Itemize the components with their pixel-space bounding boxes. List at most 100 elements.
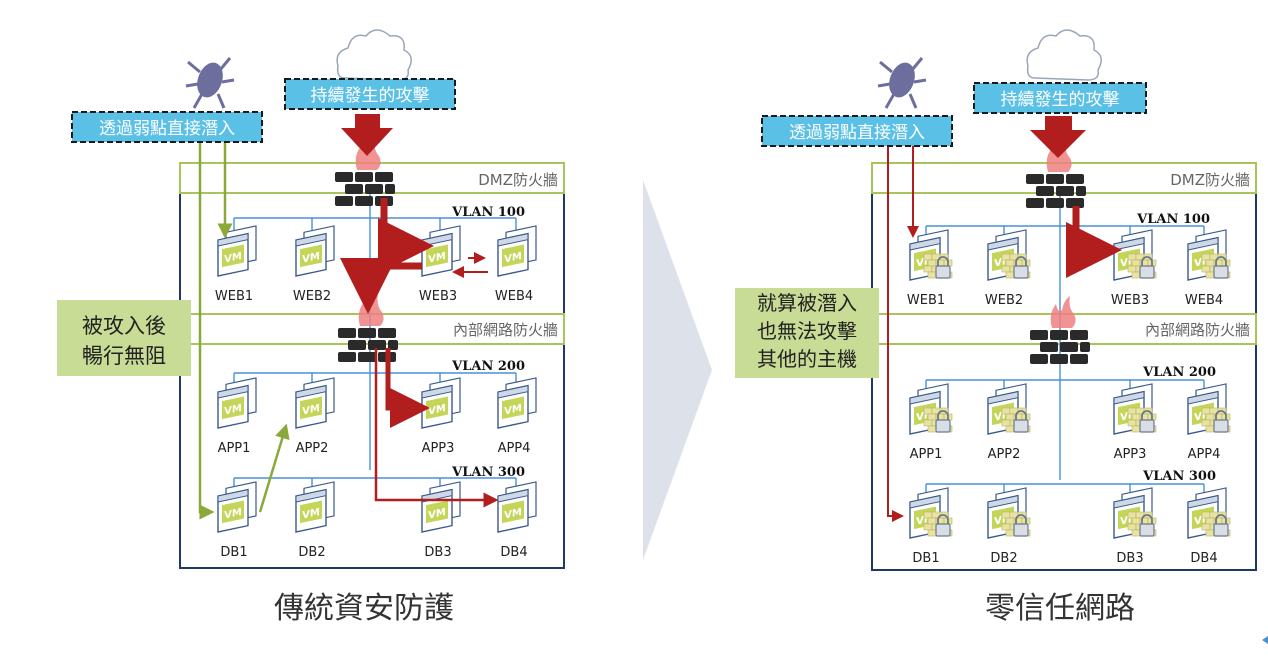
host-label: WEB2	[293, 289, 331, 304]
host-label: WEB3	[419, 289, 457, 304]
padlock-icon	[935, 514, 951, 537]
vm-host-left-web1: VM WEB1	[215, 225, 257, 304]
host-label: DB1	[912, 551, 939, 566]
padlock-icon	[935, 410, 951, 433]
right-note-line1: 就算被潛入	[757, 291, 857, 315]
host-label: WEB4	[1185, 293, 1223, 308]
vm-badge-text: VM	[302, 507, 320, 522]
vm-badge-text: VM	[224, 403, 242, 418]
left-internal-label: 內部網路防火牆	[453, 321, 558, 339]
padlock-icon	[1139, 256, 1155, 279]
host-label: APP4	[1188, 447, 1221, 462]
left-bypass-label-box	[71, 111, 263, 143]
padlock-icon	[1013, 256, 1029, 279]
padlock-icon	[1213, 256, 1229, 279]
host-label: APP2	[296, 441, 329, 456]
vm-badge-text: VM	[428, 403, 446, 418]
host-label: DB4	[1190, 551, 1217, 566]
right-bypass-label-box	[761, 115, 953, 147]
right-panel: DMZ防火牆 內部網路防火牆 VLAN 100 VLAN 200 VLAN 30…	[735, 29, 1257, 626]
firewall-brick-icon	[335, 172, 395, 206]
vm-host-left-db2: VM DB2	[295, 481, 335, 560]
left-attack-arrow-down	[341, 114, 393, 156]
host-label: DB2	[990, 551, 1017, 566]
left-vlan300-label: VLAN 300	[451, 465, 525, 480]
padlock-icon	[1139, 410, 1155, 433]
padlock-icon	[1139, 514, 1155, 537]
padlock-icon	[1013, 410, 1029, 433]
host-label: WEB1	[215, 289, 253, 304]
vm-badge-text: VM	[504, 507, 522, 522]
padlock-icon	[1213, 514, 1229, 537]
vm-badge-text: VM	[302, 403, 320, 418]
left-attack-label-box	[284, 78, 456, 110]
transition-chevron	[643, 180, 712, 560]
left-note-line2: 暢行無阻	[82, 344, 166, 368]
firewall-brick-icon	[1030, 330, 1090, 364]
flame-icon	[1050, 296, 1076, 328]
left-attack-label: 持續發生的攻擊	[311, 86, 430, 106]
right-internal-label: 內部網路防火牆	[1145, 321, 1250, 339]
vm-badge-text: VM	[224, 251, 242, 266]
left-title: 傳統資安防護	[274, 591, 454, 626]
host-label: APP3	[1114, 447, 1147, 462]
right-attack-label-box	[973, 82, 1147, 114]
right-attack-label: 持續發生的攻擊	[1001, 90, 1120, 110]
host-label: APP1	[910, 447, 943, 462]
right-internal-firewall	[1030, 296, 1090, 364]
corner-marker	[1262, 636, 1268, 644]
host-label: WEB1	[907, 293, 945, 308]
vm-badge-text: VM	[302, 251, 320, 266]
left-note-line1: 被攻入後	[82, 314, 166, 338]
right-vlan300-label: VLAN 300	[1142, 469, 1216, 484]
vm-host-left-app2: VM APP2	[295, 377, 335, 456]
right-note-box	[735, 288, 879, 378]
vm-host-left-app4: VM APP4	[497, 377, 537, 456]
host-label: DB2	[298, 545, 325, 560]
host-label: APP2	[988, 447, 1021, 462]
right-attack-paths	[887, 140, 1122, 522]
firewall-brick-icon	[1026, 174, 1086, 208]
padlock-icon	[935, 256, 951, 279]
left-vlan200-label: VLAN 200	[451, 359, 525, 374]
left-cloud-icon	[336, 29, 412, 81]
padlock-icon	[1213, 410, 1229, 433]
right-attack-arrow-down	[1030, 116, 1086, 158]
right-note-line2: 也無法攻擊	[757, 319, 857, 343]
right-dmz-label: DMZ防火牆	[1170, 171, 1250, 189]
right-note-line3: 其他的主機	[757, 347, 857, 371]
vm-badge-text: VM	[504, 251, 522, 266]
vm-badge-text: VM	[428, 507, 446, 522]
firewall-brick-icon	[338, 328, 398, 362]
host-label: WEB4	[495, 289, 533, 304]
vm-host-left-app1: VM APP1	[217, 377, 257, 456]
host-label: APP1	[218, 441, 251, 456]
left-bug-icon	[185, 57, 235, 109]
left-bypass-label: 透過弱點直接潛入	[99, 119, 235, 139]
host-label: APP3	[422, 441, 455, 456]
right-title: 零信任網路	[985, 591, 1135, 626]
host-label: APP4	[498, 441, 531, 456]
left-dmz-label: DMZ防火牆	[478, 171, 558, 189]
left-note-box	[57, 300, 191, 376]
right-vlan100-label: VLAN 100	[1136, 212, 1210, 227]
host-label: DB1	[220, 545, 247, 560]
host-label: DB3	[424, 545, 451, 560]
vm-badge-text: VM	[504, 403, 522, 418]
padlock-icon	[1013, 514, 1029, 537]
right-cloud-icon	[1026, 29, 1102, 81]
host-label: DB3	[1116, 551, 1143, 566]
host-label: DB4	[500, 545, 527, 560]
host-label: WEB2	[985, 293, 1023, 308]
